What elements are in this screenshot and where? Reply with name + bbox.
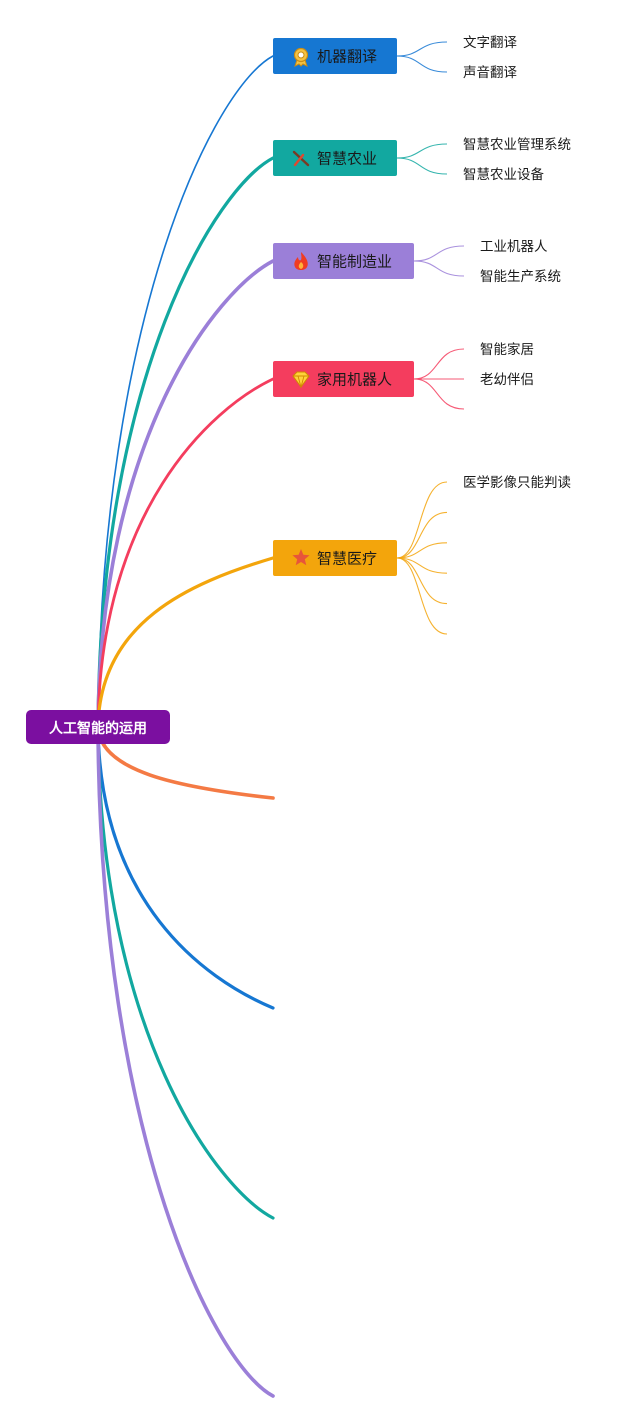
branch-node-label: 智慧农业	[317, 150, 377, 168]
branch-node-box	[273, 243, 414, 279]
leaf-node-label[interactable]: 医学影像只能判读	[463, 475, 571, 491]
branch-edge-1	[97, 55, 274, 728]
branch-node-box	[273, 540, 397, 576]
leaf-edge	[413, 245, 465, 262]
leaf-node-label[interactable]: 智能生产系统	[480, 269, 561, 285]
branch-edge-9	[96, 725, 275, 1398]
branch-edge-2	[96, 156, 275, 729]
leaf-edge	[396, 481, 448, 559]
branch-node-label: 家用机器人	[317, 371, 392, 389]
leaf-edge	[396, 557, 448, 635]
leaf-node-label[interactable]: 老幼伴侣	[480, 372, 534, 388]
branch-node-3[interactable]: 智能制造业	[273, 243, 414, 279]
star-icon	[292, 549, 310, 566]
leaf-node-label[interactable]: 文字翻译	[463, 35, 517, 51]
branch-node-5[interactable]: 智慧医疗	[273, 540, 397, 576]
leaf-edge	[396, 542, 448, 559]
leaf-node-label[interactable]: 智能家居	[480, 341, 534, 358]
root-node-box	[26, 710, 170, 744]
branch-node-4[interactable]: 家用机器人	[273, 361, 414, 397]
branch-node-box	[273, 361, 414, 397]
leaf-edge	[413, 260, 465, 277]
leaf-node-label[interactable]: 声音翻译	[463, 64, 517, 81]
branch-node-label: 智慧医疗	[317, 550, 377, 568]
branch-edge-4	[96, 377, 275, 729]
root-node[interactable]: 人工智能的运用	[26, 710, 170, 744]
leaf-edge	[396, 157, 448, 175]
branch-node-box	[273, 140, 397, 176]
leaf-node-label[interactable]: 智慧农业设备	[463, 166, 544, 183]
branch-edge-5	[96, 556, 275, 729]
leaf-edge	[413, 348, 465, 380]
leaf-edge	[396, 511, 448, 559]
branch-node-label: 智能制造业	[317, 253, 392, 271]
leaf-node-label[interactable]: 工业机器人	[480, 239, 548, 255]
branch-edge-8	[96, 725, 275, 1220]
leaf-node-label[interactable]: 智慧农业管理系统	[463, 137, 571, 153]
leaf-edge	[396, 557, 448, 574]
branch-node-2[interactable]: 智慧农业	[273, 140, 397, 176]
branch-edge-3	[96, 259, 275, 729]
leaf-edge	[413, 378, 465, 410]
leaf-edge	[396, 41, 448, 57]
branch-node-1[interactable]: 机器翻译	[273, 38, 397, 74]
tools-icon	[292, 150, 310, 167]
leaf-edge	[396, 557, 448, 605]
branch-edge-7	[96, 725, 275, 1010]
fire-icon	[294, 252, 308, 270]
diamond-icon	[292, 371, 310, 389]
leaf-edge	[396, 143, 448, 159]
mindmap-leaf-edges	[396, 41, 465, 635]
branch-node-label: 机器翻译	[317, 48, 377, 66]
leaf-edge	[396, 55, 448, 73]
medal-icon	[293, 47, 309, 67]
root-node-label: 人工智能的运用	[49, 720, 147, 737]
